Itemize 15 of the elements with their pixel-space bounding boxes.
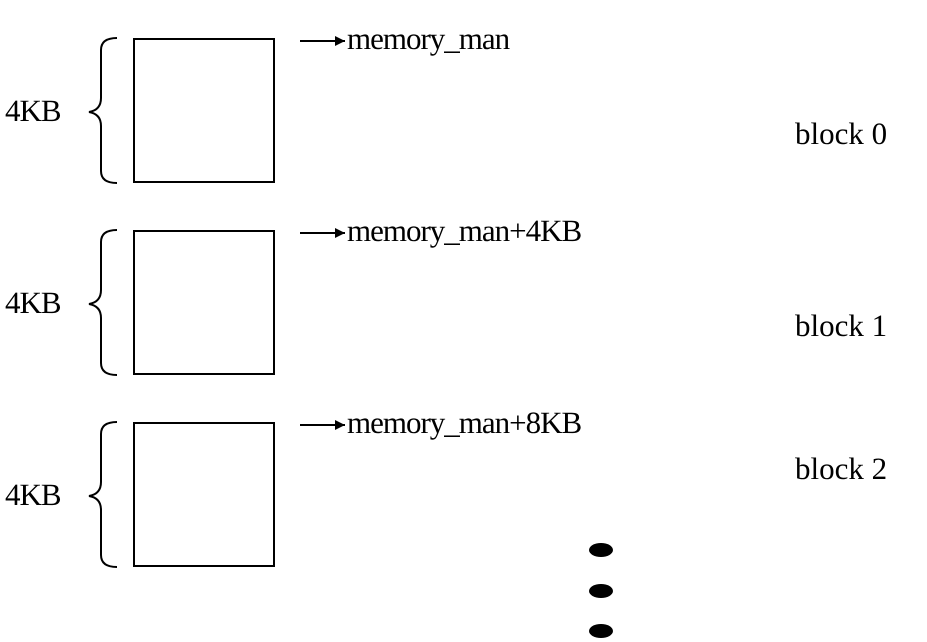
block-label: block 2 [795, 452, 888, 486]
memory-block-box [133, 230, 275, 375]
memory-block-box [133, 38, 275, 183]
address-label: memory_man+4KB [347, 214, 582, 248]
arrow [300, 36, 345, 46]
memory-block-box [133, 422, 275, 567]
arrow [300, 420, 345, 430]
block-label: block 1 [795, 309, 888, 343]
address-label: memory_man [347, 22, 510, 56]
size-label: 4KB [5, 94, 61, 128]
block-label: block 0 [795, 117, 888, 151]
arrow [300, 228, 345, 238]
size-label: 4KB [5, 286, 61, 320]
address-label: memory_man+8KB [347, 406, 582, 440]
size-label: 4KB [5, 478, 61, 512]
